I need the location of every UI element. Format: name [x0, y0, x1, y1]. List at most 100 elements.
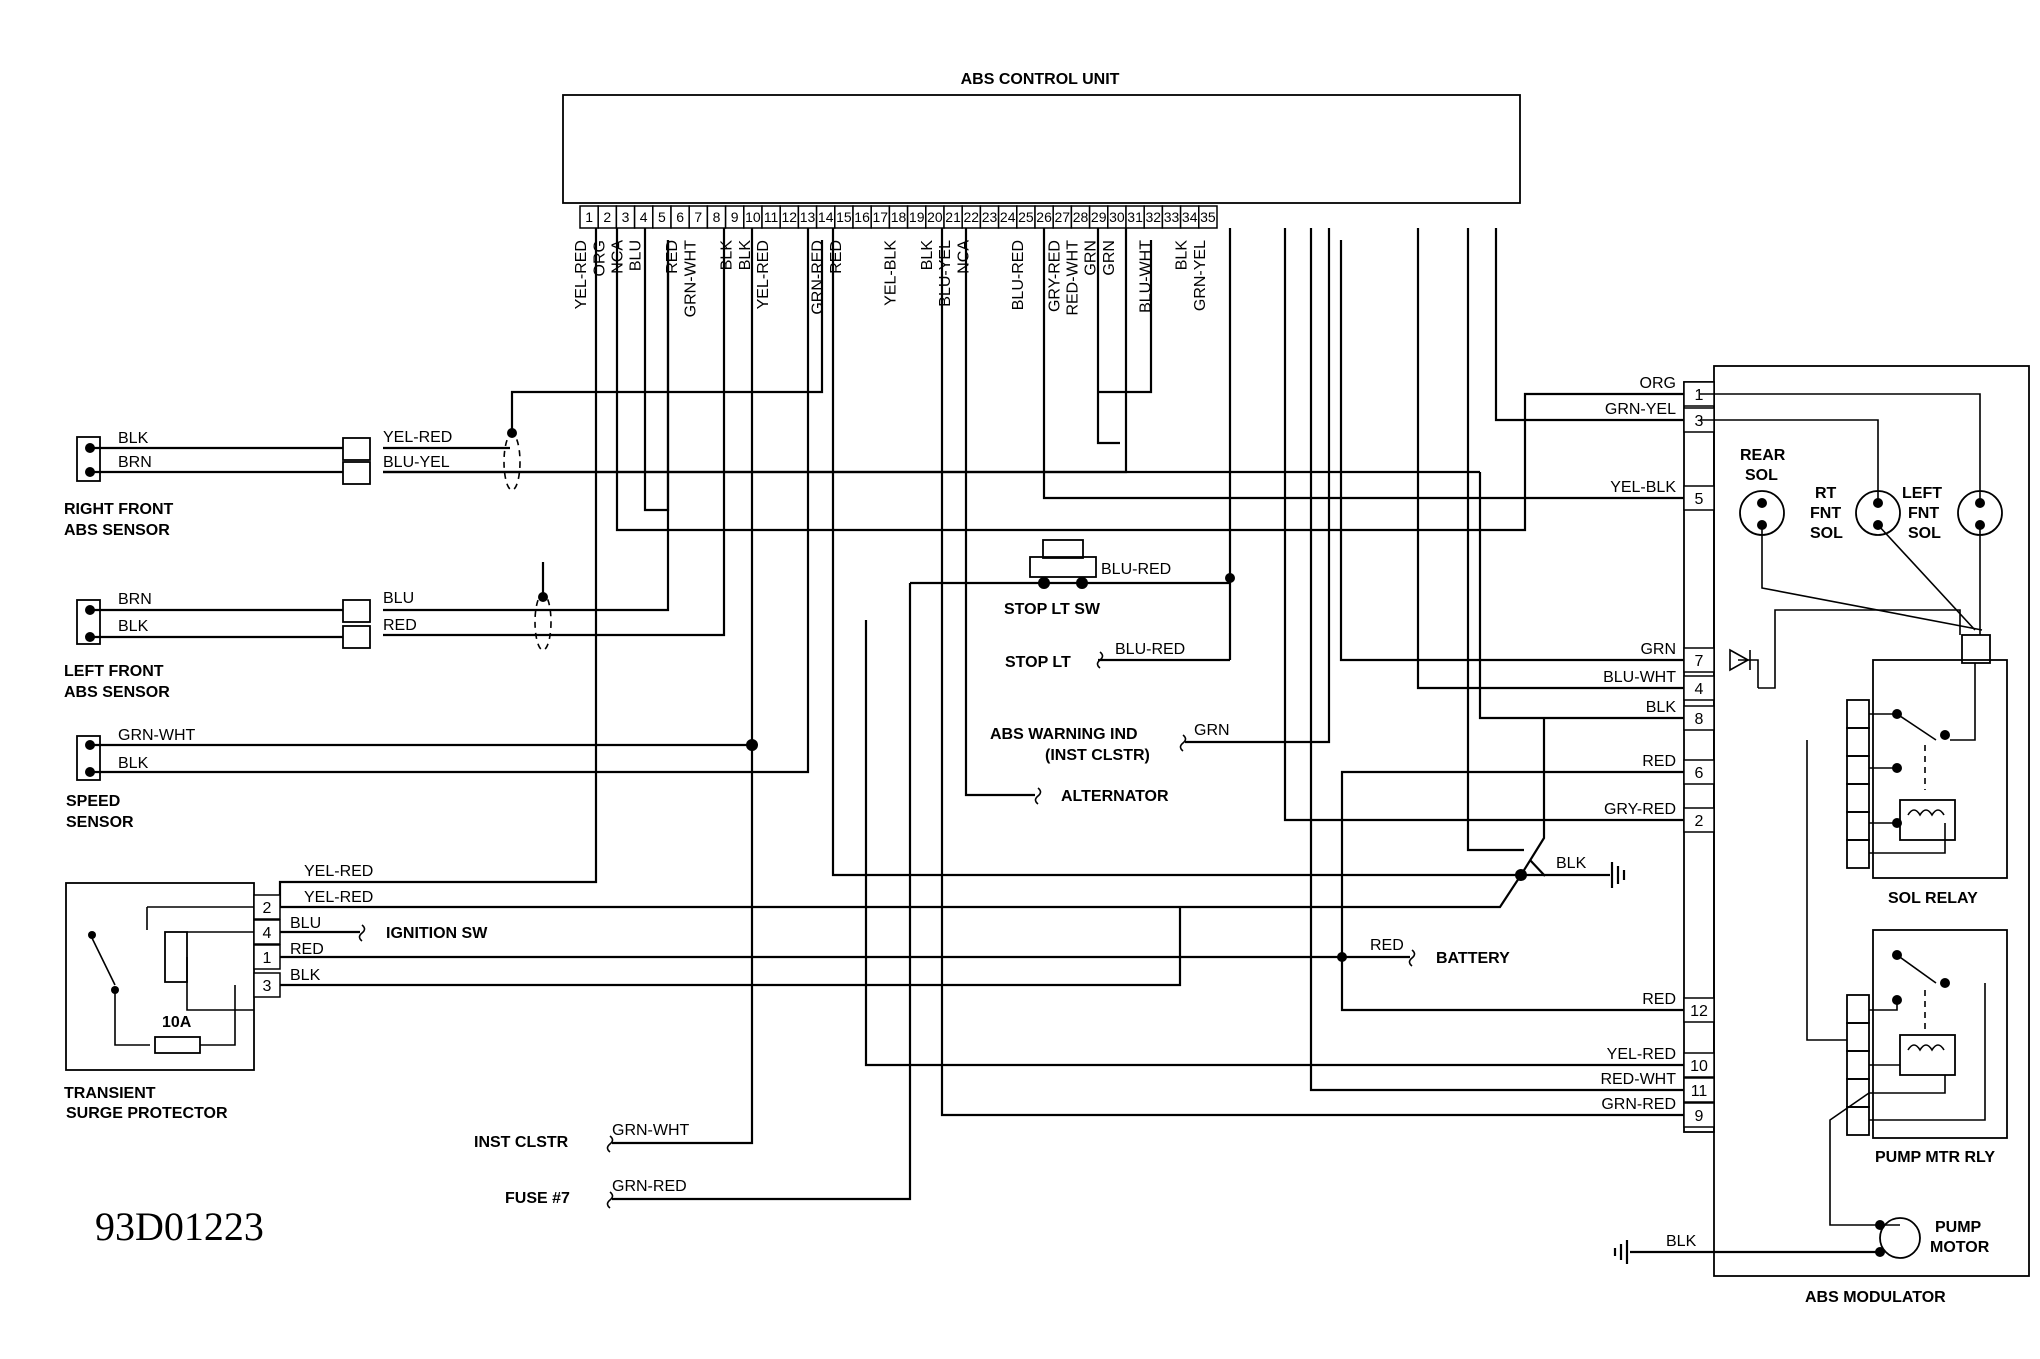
stop-lt-switch: STOP LT SW [1004, 539, 1101, 618]
modulator-pin-number: 10 [1690, 1058, 1708, 1075]
surge-pin-number: 4 [263, 925, 272, 942]
svg-text:BLU-YEL: BLU-YEL [383, 454, 450, 471]
ecu-wire-label-pin-30: GRN [1101, 240, 1118, 276]
svg-text:BLU-RED: BLU-RED [1101, 561, 1171, 578]
svg-text:GRN: GRN [1194, 722, 1230, 739]
svg-text:YEL-RED: YEL-RED [383, 429, 452, 446]
ecu-wire-label-pin-28: RED-WHT [1065, 240, 1082, 316]
ecu-pin-number: 14 [818, 209, 834, 225]
svg-text:BLU: BLU [290, 915, 321, 932]
modulator-pin-number: 9 [1695, 1108, 1704, 1125]
modulator-wire-color: BLU-WHT [1603, 669, 1676, 686]
modulator-pin-number: 8 [1695, 711, 1704, 728]
ecu-pin-number: 2 [603, 209, 611, 225]
ecu-pin-number: 25 [1018, 209, 1034, 225]
junction-dots [507, 428, 1527, 962]
svg-text:MOTOR: MOTOR [1930, 1239, 1990, 1256]
svg-text:BLK: BLK [118, 430, 149, 447]
ecu-wire-label-pin-11: YEL-RED [755, 240, 772, 309]
right-front-sensor: RIGHT FRONT ABS SENSOR [64, 436, 174, 539]
ecu-pin-number: 1 [585, 209, 593, 225]
modulator-pin-number: 1 [1695, 387, 1704, 404]
ecu-pin-number: 10 [745, 209, 761, 225]
surge-pin-4 [253, 919, 281, 945]
ecu-pin-number: 17 [873, 209, 889, 225]
abs-modulator: 1ORG3GRN-YEL5YEL-BLK7GRN4BLU-WHT8BLK6RED… [1600, 365, 2030, 1306]
ecu-wire-label-pin-20: BLK [919, 240, 936, 271]
modulator-wire-color: RED [1642, 753, 1676, 770]
svg-text:ABS MODULATOR: ABS MODULATOR [1805, 1289, 1946, 1306]
modulator-wire-color: RED [1642, 991, 1676, 1008]
left-front-sensor: LEFT FRONT ABS SENSOR [64, 599, 170, 701]
ecu-pin-number: 24 [1000, 209, 1016, 225]
sol-relay-terminals [1846, 699, 1870, 869]
svg-text:YEL-RED: YEL-RED [304, 863, 373, 880]
abs-control-unit-title: ABS CONTROL UNIT [961, 71, 1120, 88]
svg-text:RED: RED [383, 617, 417, 634]
svg-text:REAR: REAR [1740, 447, 1786, 464]
surge-pin-3 [253, 972, 281, 998]
ecu-pin-number: 27 [1055, 209, 1071, 225]
svg-text:BRN: BRN [118, 591, 152, 608]
ecu-wire-label-pin-7: GRN-WHT [682, 240, 699, 318]
pump-relay-terminals [1846, 994, 1870, 1136]
ecu-pin-number: 15 [836, 209, 852, 225]
svg-text:RED: RED [1370, 937, 1404, 954]
svg-text:STOP LT SW: STOP LT SW [1004, 601, 1101, 618]
lf-shield [534, 593, 552, 651]
svg-text:SPEED: SPEED [66, 793, 120, 810]
ecu-pin-number: 22 [964, 209, 980, 225]
svg-text:INST CLSTR: INST CLSTR [474, 1134, 569, 1151]
ecu-pin-number: 28 [1073, 209, 1089, 225]
surge-pin-1 [253, 944, 281, 970]
lf-connector [342, 599, 371, 649]
modulator-pin-5 [1683, 485, 1715, 511]
ecu-pin-35 [1198, 205, 1218, 229]
svg-text:LEFT FRONT: LEFT FRONT [64, 663, 164, 680]
ecu-pin-number: 34 [1182, 209, 1198, 225]
svg-text:RED: RED [290, 941, 324, 958]
ecu-pin-number: 29 [1091, 209, 1107, 225]
modulator-pin-7 [1683, 647, 1715, 673]
modulator-wire-color: ORG [1640, 375, 1676, 392]
diagram-id: 93D01223 [95, 1204, 264, 1249]
modulator-pin-number: 3 [1695, 413, 1704, 430]
ecu-wire-label-pin-25: BLU-RED [1010, 240, 1027, 310]
connector-ends [358, 651, 1416, 1209]
ecu-pin-number: 11 [764, 209, 779, 225]
svg-text:10A: 10A [162, 1014, 192, 1031]
modulator-pin-8 [1683, 705, 1715, 731]
svg-text:ALTERNATOR: ALTERNATOR [1061, 788, 1169, 805]
svg-text:BRN: BRN [118, 454, 152, 471]
ecu-wire-label-pin-4: BLU [628, 240, 645, 271]
ecu-pin-number: 16 [854, 209, 870, 225]
ecu-wire-label-pin-34: BLK [1174, 240, 1191, 271]
ecu-pin-number: 21 [945, 209, 961, 225]
modulator-pin-number: 11 [1691, 1083, 1708, 1100]
rf-shield [503, 433, 521, 491]
ecu-pin-number: 13 [800, 209, 816, 225]
modulator-pin-10 [1683, 1052, 1715, 1078]
svg-text:BLK: BLK [290, 967, 321, 984]
svg-text:GRN-RED: GRN-RED [612, 1178, 687, 1195]
surge-pin-number: 3 [263, 978, 272, 995]
svg-text:ABS WARNING IND: ABS WARNING IND [990, 726, 1138, 743]
ecu-pin-number: 23 [982, 209, 998, 225]
modulator-wire-color: BLK [1646, 699, 1677, 716]
ecu-wire-label-pin-29: GRN [1083, 240, 1100, 276]
ecu-wire-label-pin-6: RED [664, 240, 681, 274]
ecu-wire-label-pin-10: BLK [737, 240, 754, 271]
modulator-pin-number: 7 [1695, 653, 1704, 670]
svg-text:STOP LT: STOP LT [1005, 654, 1071, 671]
svg-text:LEFT: LEFT [1902, 485, 1942, 502]
svg-text:FNT: FNT [1810, 505, 1841, 522]
ecu-pin-number: 4 [640, 209, 648, 225]
svg-text:SOL RELAY: SOL RELAY [1888, 890, 1978, 907]
modulator-pin-6 [1683, 759, 1715, 785]
modulator-pin-number: 6 [1695, 765, 1704, 782]
svg-text:BATTERY: BATTERY [1436, 950, 1510, 967]
pump-ground-symbol [1613, 1240, 1629, 1264]
